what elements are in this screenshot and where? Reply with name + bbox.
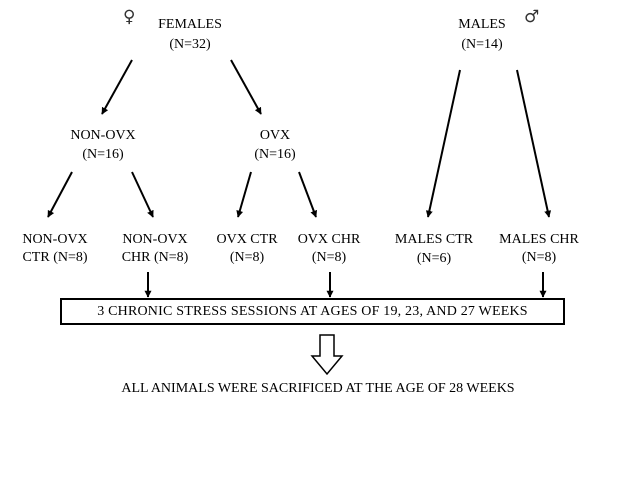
male-symbol-icon: ♂ bbox=[524, 7, 540, 27]
group-ovx-chr-line1: OVX CHR bbox=[297, 232, 361, 247]
group-non-ovx-chr-line2: CHR (N=8) bbox=[121, 250, 189, 265]
arrow-females-to-non-ovx bbox=[101, 59, 133, 115]
group-non-ovx-ctr-line1: NON-OVX bbox=[22, 232, 88, 247]
arrow-non-ovx-to-chr bbox=[131, 171, 154, 218]
arrow-ovx-to-chr bbox=[298, 171, 318, 218]
hollow-down-arrow bbox=[310, 334, 344, 376]
stress-sessions-box: 3 CHRONIC STRESS SESSIONS AT AGES OF 19,… bbox=[60, 298, 565, 325]
males-count: (N=14) bbox=[461, 37, 503, 52]
non-ovx-title: NON-OVX bbox=[70, 128, 136, 143]
ovx-count: (N=16) bbox=[254, 147, 296, 162]
females-title: FEMALES bbox=[158, 17, 222, 32]
conclusion-text: ALL ANIMALS WERE SACRIFICED AT THE AGE O… bbox=[121, 381, 515, 396]
ovx-title: OVX bbox=[259, 128, 291, 143]
arrow-males-to-ctr bbox=[425, 69, 461, 218]
females-count: (N=32) bbox=[169, 37, 211, 52]
group-ovx-ctr-line2: (N=8) bbox=[229, 250, 265, 265]
group-non-ovx-ctr-line2: CTR (N=8) bbox=[22, 250, 88, 265]
group-ovx-ctr-line1: OVX CTR bbox=[216, 232, 278, 247]
group-males-chr-line2: (N=8) bbox=[521, 250, 557, 265]
group-males-chr-line1: MALES CHR bbox=[499, 232, 579, 247]
group-non-ovx-chr-line1: NON-OVX bbox=[122, 232, 188, 247]
males-title: MALES bbox=[458, 17, 506, 32]
arrow-males-to-chr bbox=[516, 69, 552, 218]
arrow-females-to-ovx bbox=[230, 59, 262, 115]
group-ovx-chr-line2: (N=8) bbox=[311, 250, 347, 265]
group-males-ctr-line1: MALES CTR bbox=[394, 232, 474, 247]
arrow-non-ovx-to-ctr bbox=[47, 171, 73, 218]
stress-sessions-text: 3 CHRONIC STRESS SESSIONS AT AGES OF 19,… bbox=[97, 304, 528, 319]
female-symbol-icon: ♀ bbox=[123, 7, 136, 27]
non-ovx-count: (N=16) bbox=[82, 147, 124, 162]
arrow-ovx-to-ctr bbox=[236, 171, 252, 218]
group-males-ctr-line2: (N=6) bbox=[416, 251, 452, 266]
